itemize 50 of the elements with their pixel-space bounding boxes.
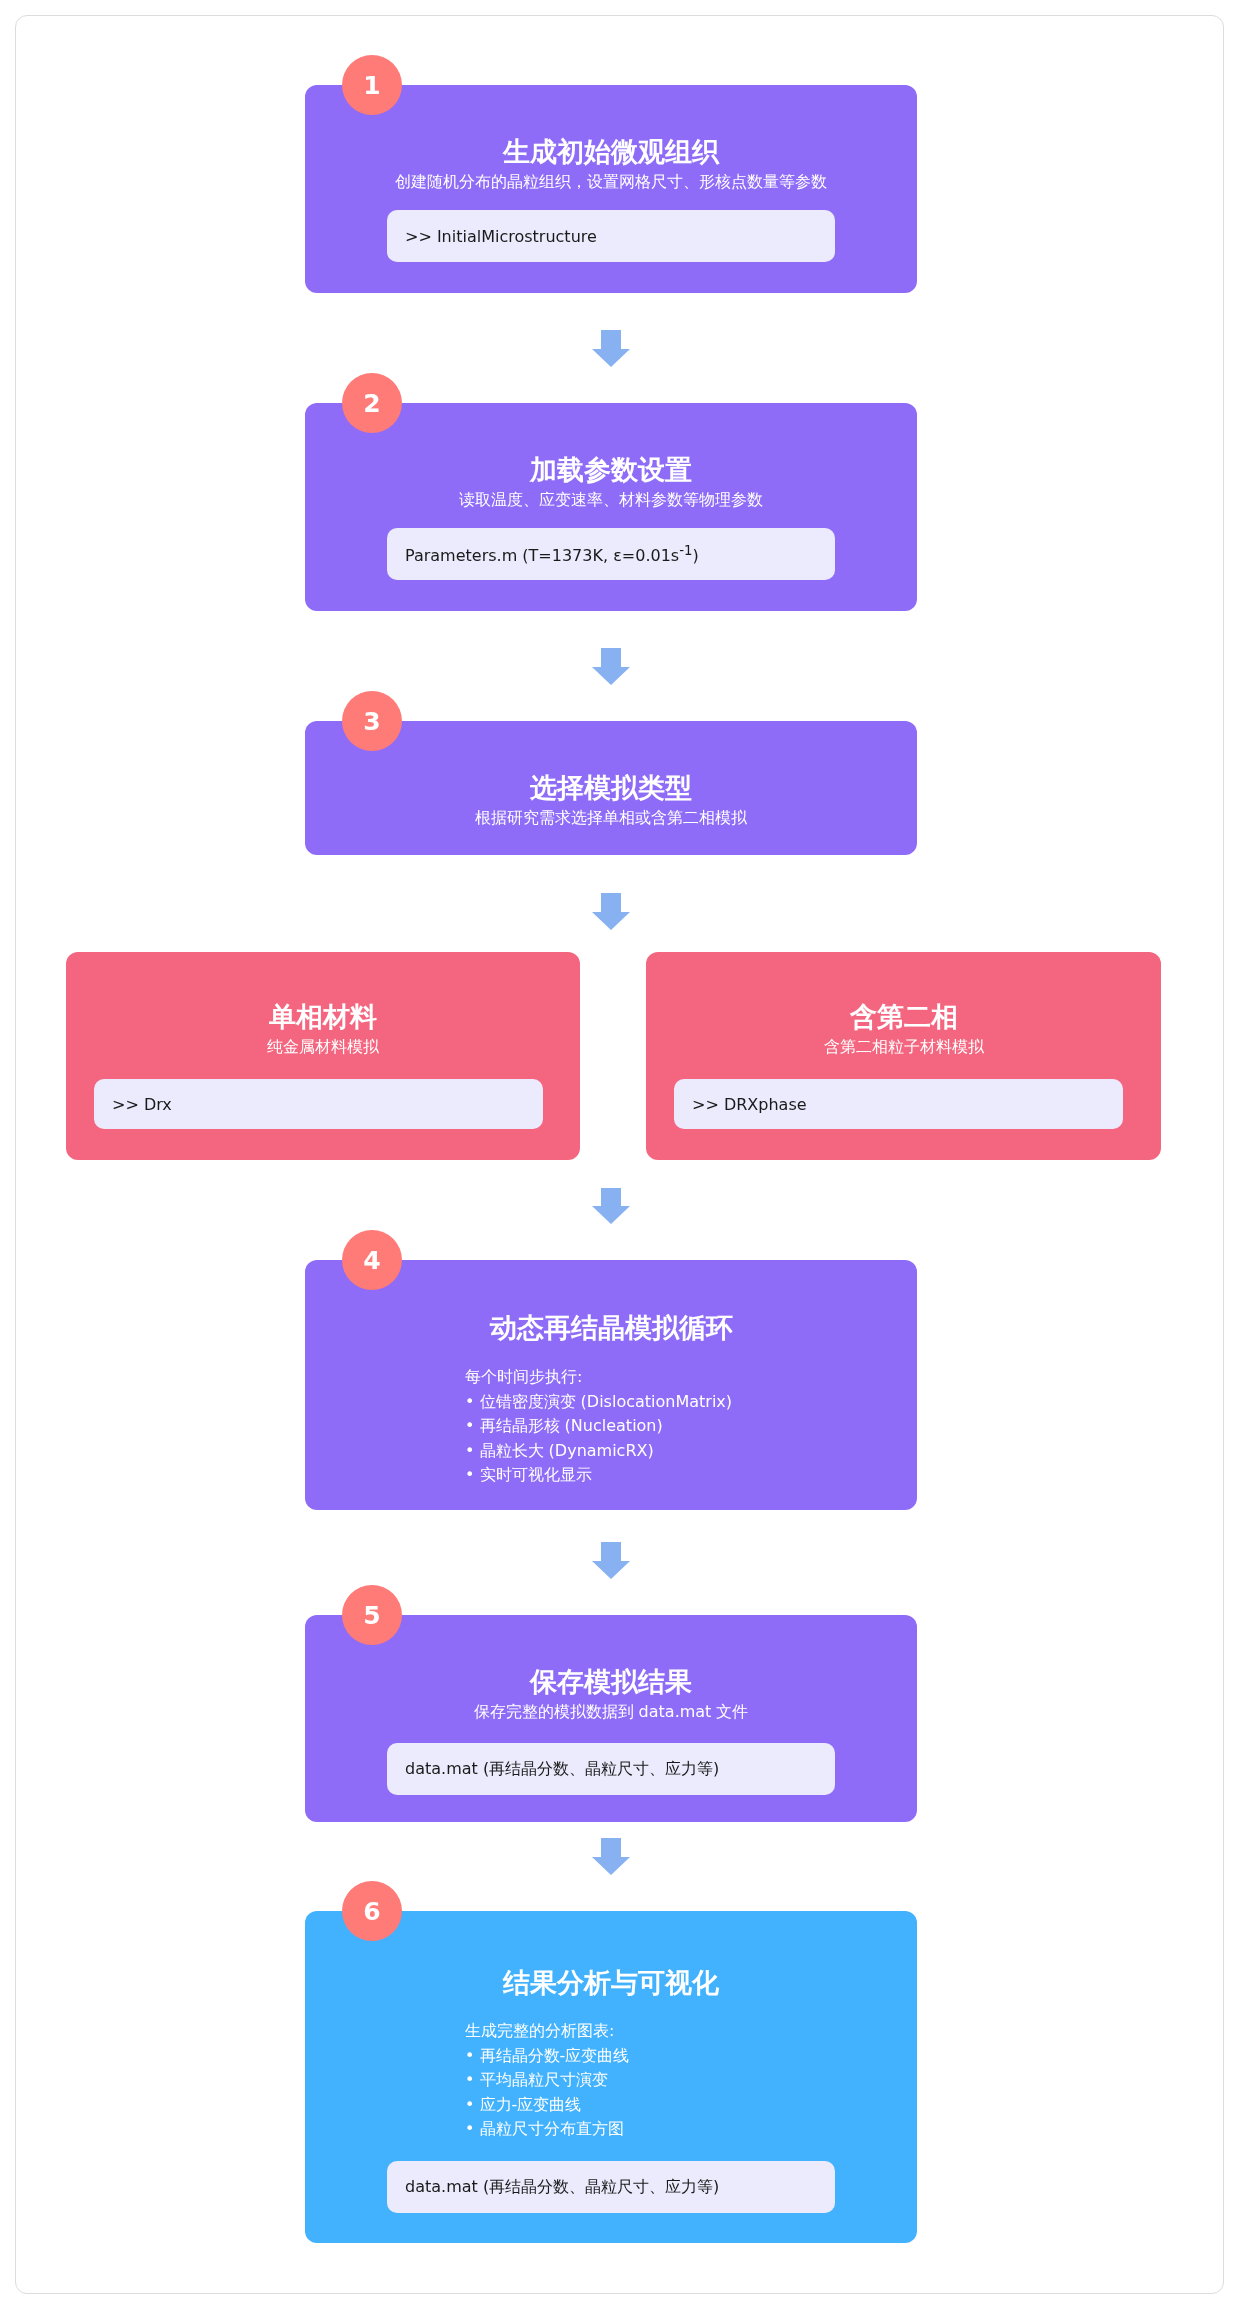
step-number-badge: 5 (342, 1585, 402, 1645)
list-item: • 位错密度演变 (DislocationMatrix) (465, 1390, 733, 1413)
code-box (674, 1079, 1123, 1129)
step-title: 动态再结晶模拟循环 (489, 1311, 733, 1345)
arrow (592, 1542, 630, 1579)
code-box (387, 1743, 835, 1795)
step-number-badge: 3 (342, 691, 402, 751)
code-text: Parameters.m (T=1373K, ε=0.01s$^{-1}$) (405, 542, 699, 566)
code-text: >> DRXphase (692, 1094, 807, 1114)
code-text: >> Drx (112, 1094, 172, 1114)
step-description: 根据研究需求选择单相或含第二相模拟 (475, 807, 747, 829)
step-title: 含第二相 (849, 1000, 958, 1034)
code-text: >> InitialMicrostructure (405, 226, 597, 246)
list-item: • 再结晶分数-应变曲线 (465, 2044, 630, 2067)
step-description: 含第二相粒子材料模拟 (823, 1036, 984, 1058)
step-number-badge: 1 (342, 55, 402, 115)
code-box (387, 210, 835, 262)
step-title: 生成初始微观组织 (503, 135, 719, 169)
step-description: 读取温度、应变速率、材料参数等物理参数 (459, 489, 763, 511)
step-number-badge: 2 (342, 373, 402, 433)
step-description: 创建随机分布的晶粒组织，设置网格尺寸、形核点数量等参数 (395, 171, 827, 193)
list-item: • 晶粒长大 (DynamicRX) (465, 1439, 654, 1462)
list-item: • 实时可视化显示 (465, 1464, 592, 1486)
option-box (646, 952, 1161, 1160)
code-box (387, 2161, 835, 2213)
arrow (592, 1188, 630, 1224)
option-box (66, 952, 580, 1160)
list-item: • 平均晶粒尺寸演变 (465, 2069, 608, 2091)
step-description: 保存完整的模拟数据到 data.mat 文件 (473, 1701, 749, 1723)
arrow (592, 330, 630, 367)
arrow (592, 1838, 630, 1875)
step-title: 保存模拟结果 (530, 1665, 692, 1699)
code-text: data.mat (再结晶分数、晶粒尺寸、应力等) (405, 2176, 720, 2198)
list-item: • 应力-应变曲线 (465, 2093, 582, 2116)
step-description: 纯金属材料模拟 (267, 1036, 379, 1058)
list-intro: 每个时间步执行: (465, 1366, 583, 1388)
step-number-badge: 6 (342, 1881, 402, 1941)
list-item: • 再结晶形核 (Nucleation) (465, 1415, 663, 1437)
code-text: data.mat (再结晶分数、晶粒尺寸、应力等) (405, 1758, 720, 1780)
step-title: 单相材料 (269, 1000, 377, 1034)
step-title: 结果分析与可视化 (503, 1966, 719, 2000)
arrow (592, 893, 630, 930)
step-title: 选择模拟类型 (530, 771, 692, 805)
step-title: 加载参数设置 (530, 453, 692, 487)
list-intro: 生成完整的分析图表: (465, 2020, 615, 2042)
code-box (387, 528, 835, 580)
step-number-badge: 4 (342, 1230, 402, 1290)
code-box (94, 1079, 543, 1129)
list-item: • 晶粒尺寸分布直方图 (465, 2118, 624, 2140)
arrow (592, 648, 630, 685)
